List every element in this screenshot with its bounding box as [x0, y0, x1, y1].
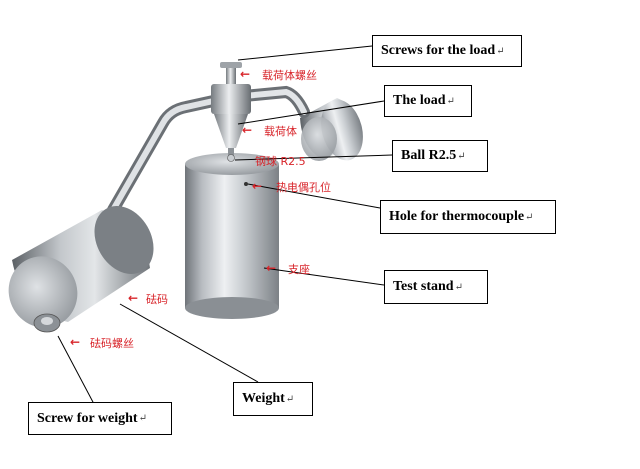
paragraph-mark-icon: ↵: [446, 95, 455, 107]
paragraph-mark-icon: ↵: [525, 211, 534, 223]
callout-text: Weight: [242, 391, 285, 406]
leader-screw-for-weight: [57, 335, 95, 405]
leader-the-load: [237, 100, 385, 125]
cn-label-the-load: 载荷体: [264, 125, 297, 138]
callout-text: Screw for weight: [37, 410, 138, 426]
paragraph-mark-icon: ↵: [285, 393, 295, 405]
leader-screws-for-load: [237, 45, 373, 61]
callout-the-load: The load↵: [384, 85, 472, 117]
red-arrow-icon: ←: [128, 291, 139, 305]
paragraph-mark-icon: ↵: [457, 150, 466, 162]
callout-text: Ball R2.5: [401, 148, 457, 163]
cn-label-weight: 砝码: [146, 293, 168, 306]
callout-text: Test stand: [393, 279, 454, 294]
test-stand-shape: [185, 153, 279, 319]
paragraph-mark-icon: ↵: [496, 45, 505, 57]
leader-lines: [57, 45, 393, 405]
red-arrow-icon: ←: [70, 335, 81, 349]
leader-weight: [119, 303, 259, 383]
cn-label-test-stand: 支座: [288, 263, 310, 276]
load-body: [211, 62, 251, 162]
callout-text: Hole for thermocouple: [389, 209, 525, 224]
leader-ball: [234, 154, 393, 161]
paragraph-mark-icon: ↵: [454, 281, 463, 293]
paragraph-mark-icon: ↵: [138, 413, 147, 424]
callout-weight: Weight↵: [233, 382, 313, 416]
red-arrow-icon: ←: [240, 67, 251, 81]
callout-hole-for-thermocouple: Hole for thermocouple↵: [380, 200, 556, 234]
callout-screws-for-load: Screws for the load↵: [372, 35, 522, 67]
cn-label-screws-for-load: 载荷体螺丝: [262, 69, 317, 82]
cn-label-hole: 热电偶孔位: [276, 181, 331, 194]
leader-test-stand: [263, 267, 385, 286]
cn-label-screw-for-weight: 砝码螺丝: [90, 337, 134, 350]
callout-screw-for-weight: Screw for weight↵: [28, 402, 172, 435]
callout-test-stand: Test stand↵: [384, 270, 488, 304]
front-weight: [8, 206, 154, 333]
red-arrow-icon: ←: [242, 123, 253, 137]
callout-ball: Ball R2.5↵: [392, 140, 488, 172]
red-arrow-icon: ←: [252, 179, 263, 193]
arm-rod: [107, 85, 310, 216]
leader-hole: [247, 183, 381, 209]
cn-label-ball: 钢球 R2.5: [255, 155, 306, 168]
callout-text: Screws for the load: [381, 43, 496, 58]
red-arrow-icon: ←: [266, 261, 277, 275]
callout-text: The load: [393, 93, 446, 108]
rear-weight: [300, 98, 363, 161]
